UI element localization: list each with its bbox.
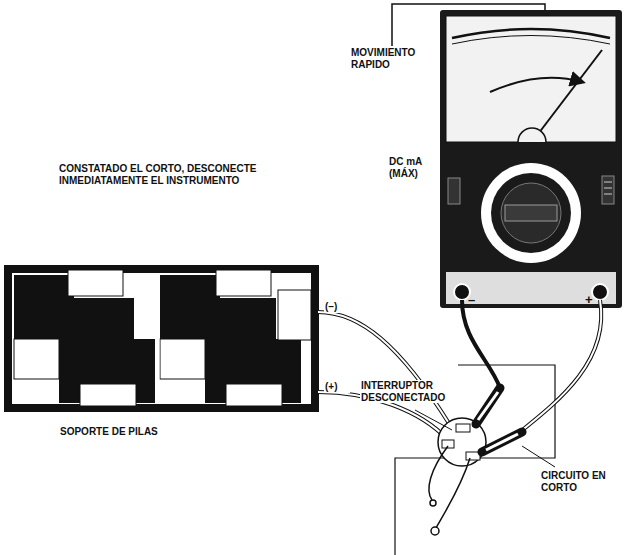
- battery-holder: SOPORTE DE PILAS: [5, 266, 318, 411]
- wire: [318, 312, 450, 425]
- polarity-label: (+): [324, 381, 350, 393]
- multimeter: [440, 10, 622, 308]
- test-lead: [520, 300, 601, 432]
- multimeter: –+: [440, 10, 622, 308]
- polarity-label: (–): [324, 301, 350, 313]
- range-label: DC mA (MÁX): [388, 156, 432, 179]
- wire: [429, 446, 448, 500]
- wire: [436, 458, 470, 528]
- leader-line: [415, 410, 452, 430]
- terminal-sign: +: [585, 293, 593, 308]
- test-lead: [462, 300, 500, 388]
- note: CONSTATADO EL CORTO, DESCONECTE INMEDIAT…: [58, 163, 325, 186]
- terminal-sign: –: [468, 293, 475, 308]
- callout-label: CIRCUITO EN CORTO: [540, 470, 612, 493]
- probe-clip: [476, 388, 500, 424]
- callout-label: INTERRUPTOR DESCONECTADO: [360, 380, 462, 403]
- callout-label: MOVIMIENTO RAPIDO: [350, 47, 432, 70]
- leader-line: [522, 446, 555, 467]
- battery-holder: [5, 266, 318, 411]
- part-label: SOPORTE DE PILAS: [60, 426, 158, 438]
- probe-clip: [482, 432, 522, 452]
